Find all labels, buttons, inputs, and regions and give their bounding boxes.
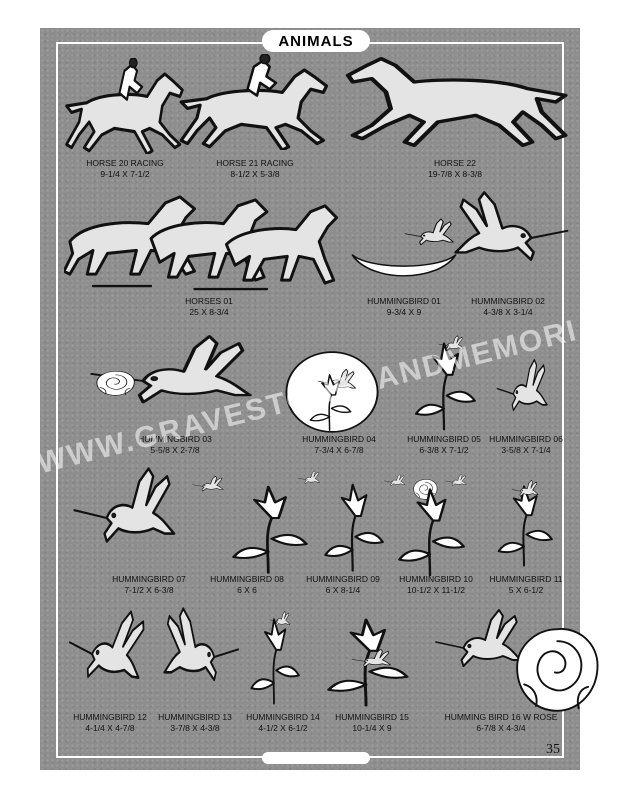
horse-20-racing-image[interactable] [64,58,190,154]
hummingbird-12-image[interactable] [66,606,152,708]
hummingbird-11-image[interactable] [486,472,562,568]
page-title: ANIMALS [262,30,370,52]
hummingbird-07-image[interactable] [72,466,188,570]
hummingbird-02-image[interactable] [440,190,570,286]
horses-01-image[interactable] [64,188,354,292]
horse-21-racing-image[interactable] [178,54,336,150]
hummingbird-16-rose-image[interactable] [428,608,566,708]
hummingbird-15-image[interactable] [310,604,422,708]
hummingbird-04-image[interactable] [284,350,380,434]
horse-22-image[interactable] [334,52,570,152]
hummingbird-01-image[interactable] [348,218,460,292]
hummingbird-10-image[interactable] [384,466,476,570]
hummingbird-13-image[interactable] [154,606,240,708]
bottom-tab [262,752,370,764]
hummingbird-08-image[interactable] [192,466,296,570]
page-number: 35 [546,742,560,757]
hummingbird-14-image[interactable] [240,604,308,706]
hummingbird-06-image[interactable] [496,358,554,430]
hummingbird-09-image[interactable] [298,464,380,568]
